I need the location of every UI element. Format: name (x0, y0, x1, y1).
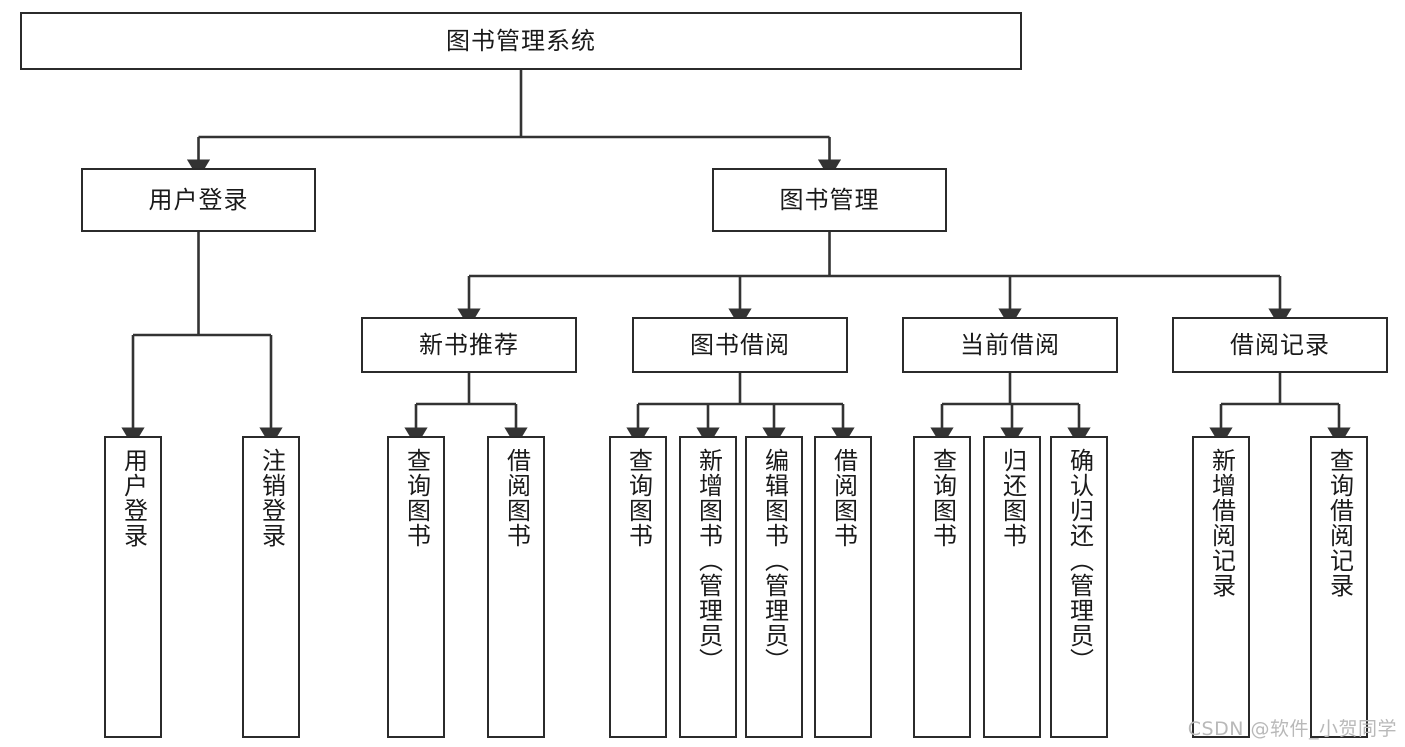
node-borrow-record: 借阅记录 (1172, 317, 1388, 373)
node-user-login: 用户登录 (81, 168, 316, 232)
node-leaf-return-book: 归还图书 (983, 436, 1041, 738)
node-label: 新书推荐 (419, 330, 519, 359)
node-label: 图书借阅 (690, 330, 790, 359)
node-label: 用户登录 (119, 448, 148, 548)
node-label: 查询图书 (624, 448, 653, 548)
node-label: 查询借阅记录 (1325, 448, 1354, 598)
node-label: 借阅图书 (829, 448, 858, 548)
node-leaf-user-logout: 注销登录 (242, 436, 300, 738)
node-label: 确认归还（管理员） (1065, 448, 1094, 673)
node-leaf-add-record: 新增借阅记录 (1192, 436, 1250, 738)
node-leaf-user-login: 用户登录 (104, 436, 162, 738)
node-leaf-query-book-2: 查询图书 (609, 436, 667, 738)
node-leaf-borrow-book-1: 借阅图书 (487, 436, 545, 738)
node-label: 查询图书 (928, 448, 957, 548)
node-leaf-add-book: 新增图书（管理员） (679, 436, 737, 738)
node-label: 编辑图书（管理员） (760, 448, 789, 673)
node-new-book-rec: 新书推荐 (361, 317, 577, 373)
node-label: 图书管理系统 (446, 26, 596, 55)
node-label: 新增图书（管理员） (694, 448, 723, 673)
node-root: 图书管理系统 (20, 12, 1022, 70)
node-leaf-query-book-1: 查询图书 (387, 436, 445, 738)
node-label: 图书管理 (779, 185, 880, 214)
node-label: 归还图书 (998, 448, 1027, 548)
node-label: 借阅图书 (502, 448, 531, 548)
node-book-borrow: 图书借阅 (632, 317, 848, 373)
node-label: 当前借阅 (960, 330, 1060, 359)
node-label: 查询图书 (402, 448, 431, 548)
node-leaf-borrow-book-2: 借阅图书 (814, 436, 872, 738)
node-book-manage: 图书管理 (712, 168, 947, 232)
node-leaf-edit-book: 编辑图书（管理员） (745, 436, 803, 738)
node-label: 借阅记录 (1230, 330, 1330, 359)
node-leaf-query-book-3: 查询图书 (913, 436, 971, 738)
node-leaf-confirm-return: 确认归还（管理员） (1050, 436, 1108, 738)
node-label: 用户登录 (148, 185, 249, 214)
node-label: 注销登录 (257, 448, 286, 548)
node-leaf-query-record: 查询借阅记录 (1310, 436, 1368, 738)
csdn-watermark: CSDN @软件_小贺同学 (1187, 718, 1397, 740)
node-current-borrow: 当前借阅 (902, 317, 1118, 373)
node-label: 新增借阅记录 (1207, 448, 1236, 598)
